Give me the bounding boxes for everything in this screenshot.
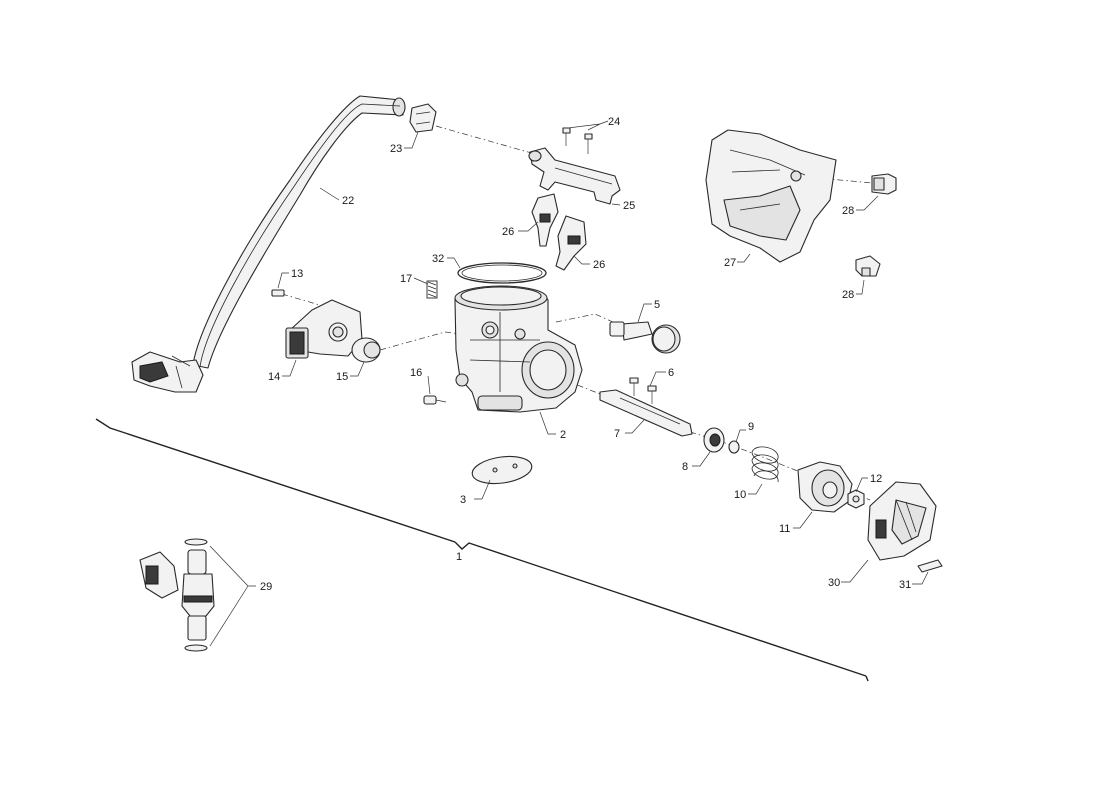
callout-29: 29: [260, 581, 272, 593]
throttle-pulley: [797, 461, 853, 513]
callout-17: 17: [400, 273, 412, 285]
callout-27: 27: [724, 257, 736, 269]
injector-b: [555, 215, 587, 271]
o-ring: [457, 262, 547, 284]
cover-bolt-upper: [871, 173, 897, 195]
callout-13: 13: [291, 268, 303, 280]
callout-10: 10: [734, 489, 746, 501]
cover-screw: [917, 559, 943, 573]
callout-12: 12: [870, 473, 882, 485]
callout-2: 2: [560, 429, 566, 441]
washer: [728, 440, 740, 454]
fuel-rail: [528, 147, 621, 205]
assembly-bracket: [95, 418, 869, 682]
callout-7: 7: [614, 428, 620, 440]
callout-32: 32: [432, 253, 444, 265]
adjust-screw: [423, 395, 447, 405]
callout-15: 15: [336, 371, 348, 383]
throttle-plate: [471, 455, 533, 485]
callout-9: 9: [748, 421, 754, 433]
sensor-bushing: [351, 337, 381, 363]
callout-3: 3: [460, 494, 466, 506]
idle-air-valve: [609, 321, 681, 354]
small-spring: [426, 280, 438, 299]
throttle-shaft: [599, 389, 693, 437]
breather-hose: [192, 95, 406, 369]
callout-14: 14: [268, 371, 280, 383]
injector-a: [531, 193, 559, 247]
shaft-screws: [629, 377, 657, 404]
callout-26-b: 26: [593, 259, 605, 271]
throttle-position-sensor: [285, 299, 363, 359]
callout-31: 31: [899, 579, 911, 591]
cover-bolt-lower: [855, 255, 881, 277]
bearing: [703, 427, 725, 453]
callout-28-a: 28: [842, 205, 854, 217]
sensor-screw: [271, 289, 285, 297]
callout-5: 5: [654, 299, 660, 311]
pulley-nut: [847, 489, 865, 509]
return-spring: [751, 446, 779, 483]
hose-clamp: [409, 103, 437, 133]
callout-labels: 1 2 3 5 6 7 8 9 10 11 12 13 14 15 16 17 …: [260, 116, 911, 593]
callout-1: 1: [456, 551, 462, 563]
callout-26-a: 26: [502, 226, 514, 238]
hose-elbow-connector: [131, 351, 204, 393]
callout-11: 11: [779, 523, 790, 535]
pulley-cover: [867, 481, 937, 561]
callout-30: 30: [828, 577, 840, 589]
callout-22: 22: [342, 195, 354, 207]
callout-23: 23: [390, 143, 402, 155]
callout-8: 8: [682, 461, 688, 473]
throttle-body: [454, 285, 583, 413]
callout-16: 16: [410, 367, 422, 379]
callout-24: 24: [608, 116, 620, 128]
intake-duct-cover: [705, 129, 837, 263]
callout-25: 25: [623, 200, 635, 212]
rail-screws: [562, 127, 593, 154]
callout-6: 6: [668, 367, 674, 379]
injector-with-seals: [139, 538, 215, 652]
callout-28-b: 28: [842, 289, 854, 301]
callout-leaders: [209, 120, 929, 647]
